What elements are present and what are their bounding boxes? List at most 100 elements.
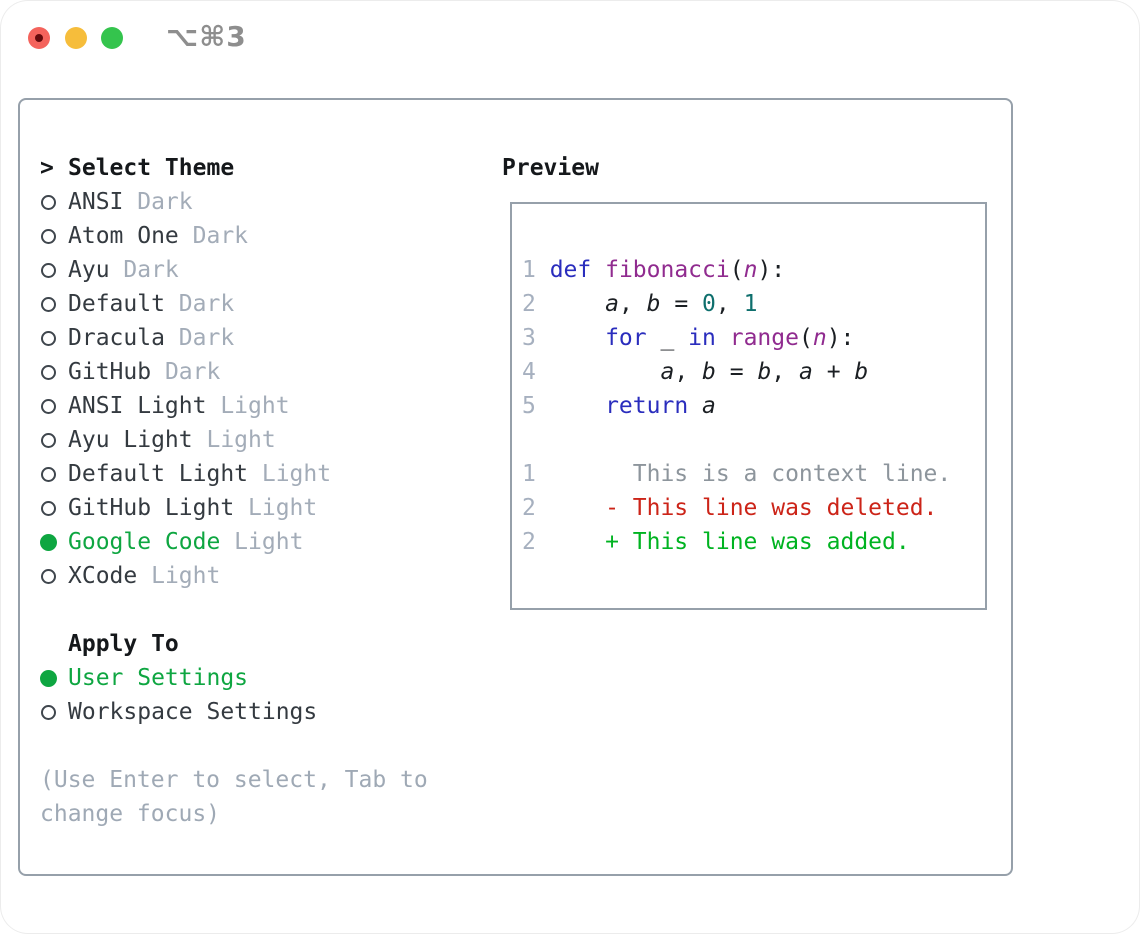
code-segment-var: a bbox=[702, 393, 716, 419]
code-segment-pl: ( bbox=[798, 325, 813, 351]
theme-name: Default Light bbox=[68, 461, 249, 487]
theme-variant: Dark bbox=[164, 325, 235, 351]
theme-name: Dracula bbox=[68, 325, 165, 351]
code-segment-var: a bbox=[799, 359, 813, 385]
code-segment-var: b bbox=[702, 359, 716, 385]
theme-name: Atom One bbox=[68, 223, 179, 249]
theme-name: ANSI bbox=[68, 189, 124, 215]
code-segment-pl: ): bbox=[757, 257, 786, 283]
radio-icon bbox=[41, 330, 56, 346]
theme-option-atom-one[interactable]: Atom One Dark bbox=[40, 219, 490, 253]
code-segment-del: - This line was deleted. bbox=[549, 495, 938, 521]
code-segment-pl: + bbox=[812, 359, 855, 385]
line-number: 3 bbox=[522, 325, 536, 351]
code-segment-kw: in bbox=[688, 325, 716, 351]
minimize-button[interactable] bbox=[65, 27, 87, 49]
code-segment-kw: return bbox=[605, 393, 689, 419]
theme-option-default-light[interactable]: Default Light Light bbox=[40, 457, 490, 491]
radio-marker bbox=[40, 364, 68, 380]
code-line: 2 - This line was deleted. bbox=[522, 491, 977, 525]
radio-marker bbox=[40, 262, 68, 278]
radio-icon bbox=[41, 364, 56, 380]
code-segment-param: n bbox=[812, 325, 827, 351]
theme-option-ayu-light[interactable]: Ayu Light Light bbox=[40, 423, 490, 457]
code-segment-var: b bbox=[646, 291, 661, 317]
radio-marker bbox=[40, 194, 68, 210]
close-button[interactable] bbox=[28, 27, 50, 49]
zoom-button[interactable] bbox=[101, 27, 123, 49]
code-line: 2 + This line was added. bbox=[522, 525, 977, 559]
theme-option-xcode[interactable]: XCode Light bbox=[40, 559, 490, 593]
theme-option-ansi[interactable]: ANSI Dark bbox=[40, 185, 490, 219]
apply-option-user-settings[interactable]: User Settings bbox=[40, 661, 490, 695]
code-segment-pl bbox=[550, 359, 661, 385]
theme-option-ansi-light[interactable]: ANSI Light Light bbox=[40, 389, 490, 423]
theme-variant: Dark bbox=[109, 257, 179, 283]
theme-name: GitHub Light bbox=[68, 495, 235, 521]
code-text: - This line was deleted. bbox=[549, 495, 938, 521]
spacer bbox=[40, 593, 490, 627]
theme-name: Default bbox=[68, 291, 165, 317]
radio-icon bbox=[41, 262, 56, 278]
theme-option-label: GitHub Light Light bbox=[68, 491, 317, 525]
theme-variant: Light bbox=[234, 495, 318, 521]
radio-icon bbox=[41, 500, 56, 516]
code-line: 2 a, b = 0, 1 bbox=[522, 287, 977, 321]
code-segment-num: 1 bbox=[743, 291, 758, 317]
code-segment-fn: range bbox=[729, 325, 799, 351]
theme-option-label: XCode Light bbox=[68, 559, 220, 593]
apply-option-label: Workspace Settings bbox=[68, 699, 318, 725]
theme-variant: Dark bbox=[178, 223, 249, 249]
line-number: 5 bbox=[522, 393, 536, 419]
theme-variant: Dark bbox=[151, 359, 221, 385]
line-number: 4 bbox=[522, 359, 536, 385]
code-segment-add: + This line was added. bbox=[549, 529, 910, 555]
line-number: 1 bbox=[522, 461, 536, 487]
code-segment-pl bbox=[550, 325, 605, 351]
radio-marker bbox=[40, 704, 68, 720]
theme-name: GitHub bbox=[68, 359, 152, 385]
theme-option-github-light[interactable]: GitHub Light Light bbox=[40, 491, 490, 525]
theme-variant: Light bbox=[206, 393, 290, 419]
code-segment-pl: = bbox=[715, 359, 758, 385]
apply-option-workspace-settings[interactable]: Workspace Settings bbox=[40, 695, 490, 729]
theme-name: Google Code bbox=[68, 529, 221, 555]
radio-icon bbox=[41, 568, 56, 584]
code-segment-pl: , bbox=[715, 291, 744, 317]
theme-option-label: Default Light Light bbox=[68, 457, 331, 491]
theme-option-google-code[interactable]: Google Code Light bbox=[40, 525, 490, 559]
code-segment-pl: = bbox=[660, 291, 703, 317]
code-segment-pl bbox=[688, 393, 702, 419]
theme-option-label: Atom One Dark bbox=[68, 219, 248, 253]
radio-icon bbox=[41, 704, 56, 720]
theme-option-ayu[interactable]: Ayu Dark bbox=[40, 253, 490, 287]
code-line: 5 return a bbox=[522, 389, 977, 423]
code-text: a, b = 0, 1 bbox=[550, 291, 758, 317]
code-text: a, b = b, a + b bbox=[550, 359, 868, 385]
focus-caret-icon: > bbox=[40, 155, 54, 181]
theme-option-label: Google Code Light bbox=[68, 525, 303, 559]
radio-marker bbox=[40, 533, 68, 551]
radio-marker bbox=[40, 500, 68, 516]
theme-variant: Dark bbox=[123, 189, 193, 215]
code-segment-pl bbox=[591, 257, 605, 283]
preview-title: Preview bbox=[502, 155, 599, 181]
select-theme-header: > Select Theme bbox=[40, 151, 490, 185]
theme-option-default[interactable]: Default Dark bbox=[40, 287, 490, 321]
theme-option-label: ANSI Dark bbox=[68, 185, 193, 219]
theme-name: Ayu bbox=[68, 257, 110, 283]
code-segment-pl: , bbox=[771, 359, 799, 385]
code-line: 4 a, b = b, a + b bbox=[522, 355, 977, 389]
code-segment-pl bbox=[716, 325, 730, 351]
theme-option-github[interactable]: GitHub Dark bbox=[40, 355, 490, 389]
code-segment-pl: _ bbox=[646, 325, 689, 351]
theme-option-label: Dracula Dark bbox=[68, 321, 234, 355]
code-line bbox=[522, 423, 977, 457]
code-text: + This line was added. bbox=[550, 529, 910, 555]
code-text: for _ in range(n): bbox=[550, 325, 854, 351]
theme-option-dracula[interactable]: Dracula Dark bbox=[40, 321, 490, 355]
